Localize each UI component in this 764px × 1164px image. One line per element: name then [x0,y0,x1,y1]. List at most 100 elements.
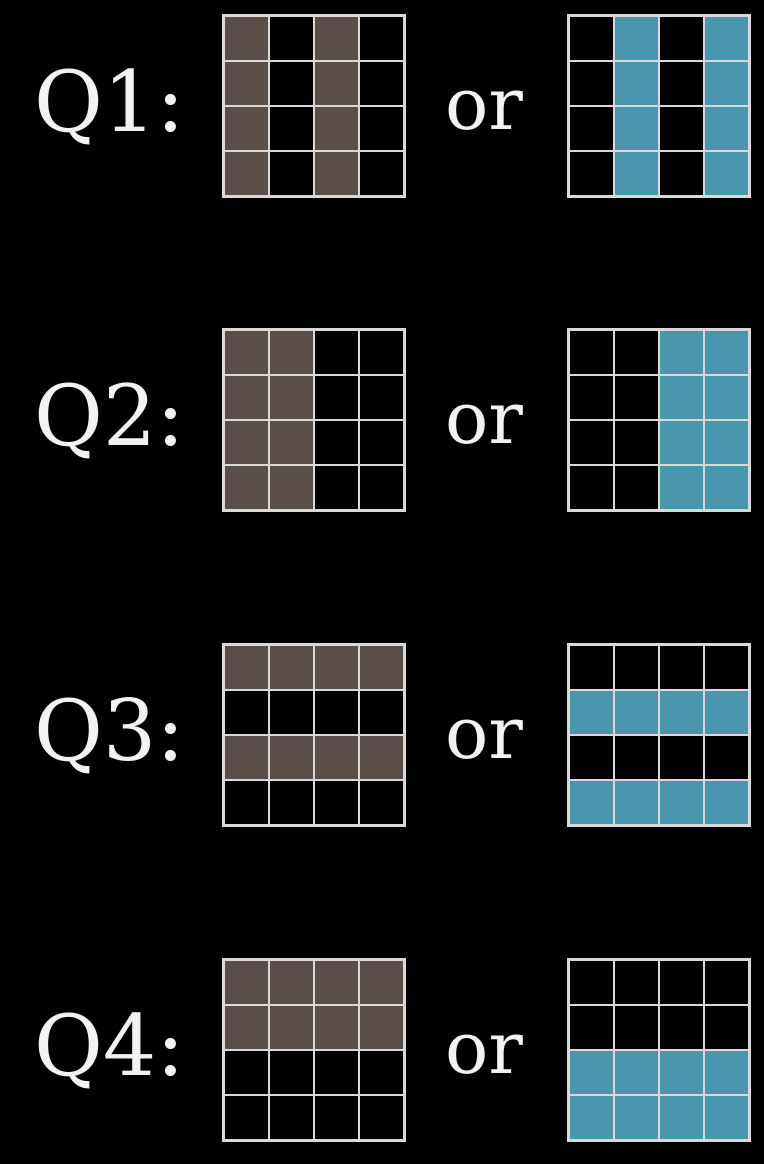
grid-cell-filled [569,690,614,735]
grid-cell-empty [659,16,704,61]
grid-cell-filled [704,690,749,735]
grid-cell-empty [269,61,314,106]
grid-cell-empty [704,1005,749,1050]
grid-cell-empty [569,375,614,420]
grid-cell-filled [269,645,314,690]
grid-cell-empty [704,960,749,1005]
grid-cell-empty [314,1095,359,1140]
grid-cell-filled [704,1095,749,1140]
or-label: or [445,691,523,775]
grid-cell-filled [359,1005,404,1050]
grid-cell-filled [704,780,749,825]
grid-cell-filled [269,465,314,510]
grid-cell-empty [269,1095,314,1140]
grid-cell-empty [359,1050,404,1095]
grid-cell-empty [359,780,404,825]
grid-cell-empty [269,151,314,196]
grid-cell-empty [614,645,659,690]
grid-cell-filled [704,1050,749,1095]
grid-cell-empty [269,106,314,151]
grid-cell-filled [659,465,704,510]
grid-cell-empty [314,780,359,825]
grid-cell-empty [659,106,704,151]
grid-cell-filled [704,375,749,420]
grid-cell-filled [704,61,749,106]
grid-cell-empty [359,465,404,510]
grid-cell-filled [314,16,359,61]
right-grid [567,643,751,827]
question-label: Q3: [34,682,185,780]
grid-cell-filled [224,465,269,510]
right-grid [567,958,751,1142]
grid-cell-filled [569,1050,614,1095]
grid-cell-empty [614,735,659,780]
grid-cell-filled [704,16,749,61]
grid-cell-filled [269,420,314,465]
grid-cell-filled [704,330,749,375]
grid-cell-filled [614,690,659,735]
grid-cell-filled [224,735,269,780]
grid-cell-empty [569,645,614,690]
grid-cell-filled [314,960,359,1005]
grid-cell-empty [359,1095,404,1140]
grid-cell-empty [269,16,314,61]
grid-cell-empty [224,690,269,735]
grid-cell-filled [224,1005,269,1050]
grid-cell-empty [359,690,404,735]
grid-cell-empty [314,465,359,510]
grid-cell-empty [359,106,404,151]
grid-cell-empty [614,330,659,375]
grid-cell-filled [659,420,704,465]
grid-cell-filled [224,151,269,196]
grid-cell-filled [614,106,659,151]
grid-cell-empty [614,465,659,510]
right-grid [567,328,751,512]
grid-cell-empty [659,960,704,1005]
grid-cell-empty [659,61,704,106]
grid-cell-empty [314,420,359,465]
grid-cell-filled [614,1095,659,1140]
grid-cell-filled [269,330,314,375]
grid-cell-filled [359,960,404,1005]
left-grid [222,328,406,512]
grid-cell-filled [659,1095,704,1140]
grid-cell-filled [314,151,359,196]
right-grid [567,14,751,198]
question-row-3: Q3: or [0,643,764,827]
grid-cell-empty [614,375,659,420]
grid-cell-empty [659,735,704,780]
grid-cell-filled [614,1050,659,1095]
grid-cell-filled [659,780,704,825]
or-label: or [445,62,523,146]
grid-cell-empty [569,330,614,375]
question-row-2: Q2: or [0,328,764,512]
grid-cell-filled [704,151,749,196]
grid-cell-empty [569,960,614,1005]
grid-cell-filled [224,420,269,465]
left-grid [222,958,406,1142]
grid-cell-filled [614,61,659,106]
grid-cell-empty [659,1005,704,1050]
grid-cell-filled [704,420,749,465]
grid-cell-empty [314,1050,359,1095]
grid-cell-filled [659,330,704,375]
grid-cell-empty [359,16,404,61]
grid-cell-empty [224,1095,269,1140]
grid-cell-empty [614,960,659,1005]
grid-cell-empty [359,151,404,196]
grid-cell-filled [314,61,359,106]
grid-cell-empty [314,330,359,375]
grid-cell-empty [569,1005,614,1050]
question-label: Q2: [34,367,185,465]
grid-cell-filled [659,690,704,735]
grid-cell-empty [359,330,404,375]
grid-cell-filled [269,735,314,780]
grid-cell-empty [269,690,314,735]
or-label: or [445,376,523,460]
question-row-1: Q1: or [0,14,764,198]
grid-cell-filled [359,645,404,690]
grid-cell-filled [224,330,269,375]
grid-cell-empty [359,375,404,420]
grid-cell-empty [569,16,614,61]
grid-cell-empty [704,645,749,690]
